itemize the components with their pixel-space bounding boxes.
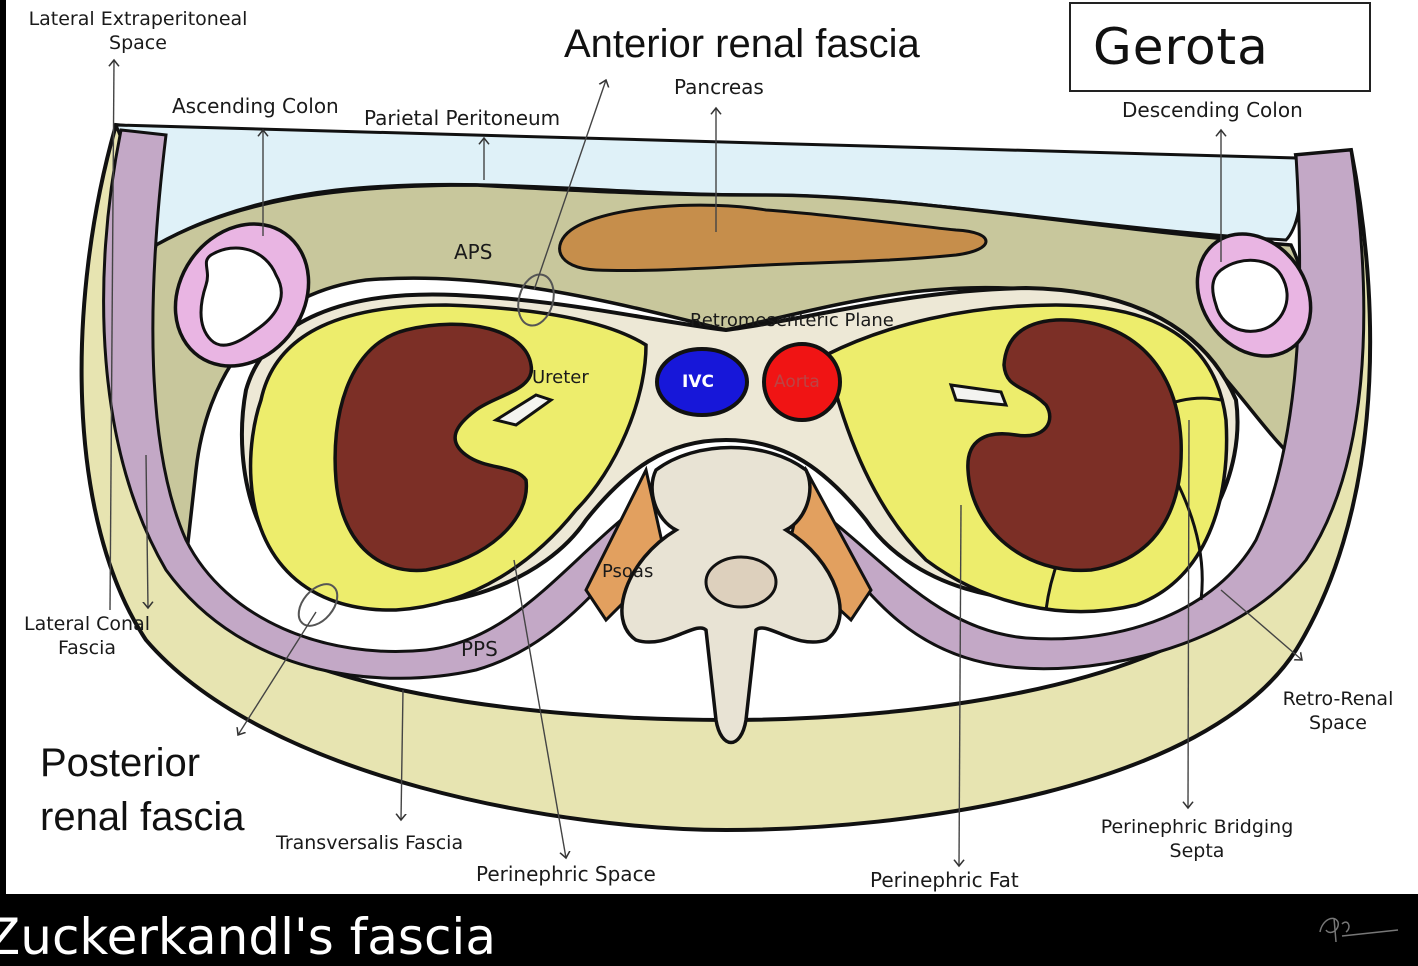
spinal-canal: [706, 557, 776, 607]
label-aps: APS: [454, 240, 492, 265]
label-gerota: Gerota: [1093, 18, 1269, 76]
label-lateral-extraperitoneal-space: Lateral Extraperitoneal Space: [8, 8, 268, 56]
gerota-box: Gerota: [1069, 2, 1371, 92]
diagram-canvas: Lateral Extraperitoneal Space Anterior r…: [6, 0, 1418, 894]
label-ascending-colon: Ascending Colon: [172, 94, 339, 119]
label-pps: PPS: [461, 637, 498, 662]
label-ureter: Ureter: [532, 367, 589, 390]
label-parietal-peritoneum: Parietal Peritoneum: [364, 106, 560, 131]
label-retro-renal-space: Retro-Renal Space: [1268, 688, 1408, 736]
label-posterior-renal-fascia: Posterior renal fascia: [40, 736, 270, 844]
label-pancreas: Pancreas: [674, 75, 764, 100]
label-anterior-renal-fascia: Anterior renal fascia: [564, 20, 920, 68]
label-descending-colon: Descending Colon: [1122, 98, 1303, 123]
label-zuckerkandl-fascia: Zuckerkandl's fascia: [0, 908, 496, 966]
label-psoas: Psoas: [602, 561, 653, 584]
label-transversalis-fascia: Transversalis Fascia: [276, 832, 463, 856]
label-lateral-conal-fascia: Lateral Conal Fascia: [12, 613, 162, 661]
artist-signature: [1312, 902, 1402, 946]
label-perinephric-space: Perinephric Space: [476, 862, 656, 887]
label-perinephric-bridging-septa: Perinephric Bridging Septa: [1082, 816, 1312, 864]
label-retromesenteric-plane: Retromesenteric Plane: [690, 310, 894, 333]
label-perinephric-fat: Perinephric Fat: [870, 868, 1019, 893]
label-aorta: Aorta: [774, 372, 820, 393]
label-ivc: IVC: [682, 372, 714, 393]
